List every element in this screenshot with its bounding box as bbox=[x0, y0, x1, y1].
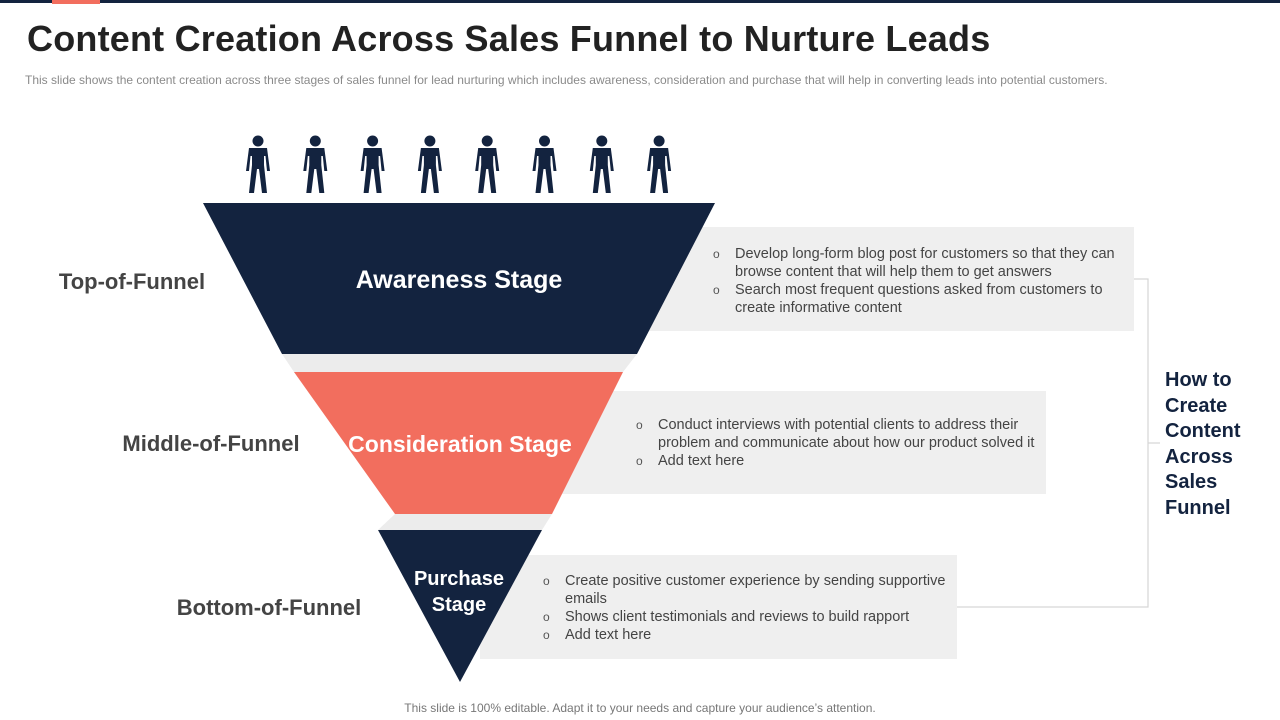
purchase-points: Create positive customer experience by s… bbox=[543, 572, 957, 644]
consideration-description-box: Conduct interviews with potential client… bbox=[560, 391, 1046, 494]
awareness-point: Develop long-form blog post for customer… bbox=[713, 245, 1134, 281]
person-icon bbox=[303, 135, 328, 193]
consideration-funnel-segment bbox=[294, 372, 623, 514]
slide-title: Content Creation Across Sales Funnel to … bbox=[27, 18, 991, 59]
purchase-point: Add text here bbox=[543, 626, 957, 644]
slide-subtitle: This slide shows the content creation ac… bbox=[25, 73, 1108, 87]
person-icon bbox=[589, 135, 614, 193]
top-of-funnel-label: Top-of-Funnel bbox=[59, 269, 205, 294]
middle-of-funnel-label: Middle-of-Funnel bbox=[122, 431, 299, 456]
purchase-point: Create positive customer experience by s… bbox=[543, 572, 957, 608]
funnel-gap bbox=[378, 514, 552, 530]
awareness-points: Develop long-form blog post for customer… bbox=[713, 245, 1134, 317]
slide-footer: This slide is 100% editable. Adapt it to… bbox=[404, 701, 876, 715]
person-icon bbox=[475, 135, 500, 193]
awareness-stage-label: Awareness Stage bbox=[356, 266, 563, 294]
person-icon bbox=[246, 135, 270, 193]
connector-bracket bbox=[957, 278, 1149, 608]
purchase-point: Shows client testimonials and reviews to… bbox=[543, 608, 957, 626]
people-row bbox=[246, 135, 672, 193]
consideration-point: Conduct interviews with potential client… bbox=[636, 416, 1046, 452]
consideration-point: Add text here bbox=[636, 452, 1046, 470]
purchase-stage-label-line2: Stage bbox=[432, 594, 486, 616]
person-icon bbox=[532, 135, 557, 193]
side-title: How to Create Content Across Sales Funne… bbox=[1165, 369, 1241, 519]
top-accent-bar bbox=[0, 0, 1280, 3]
person-icon bbox=[647, 135, 672, 193]
purchase-funnel-segment bbox=[378, 530, 542, 682]
funnel-gap bbox=[282, 354, 637, 372]
top-accent-tab bbox=[52, 0, 100, 4]
awareness-description-box: Develop long-form blog post for customer… bbox=[620, 227, 1134, 331]
consideration-stage-label: Consideration Stage bbox=[348, 431, 572, 457]
person-icon bbox=[360, 135, 385, 193]
awareness-funnel-segment bbox=[203, 203, 715, 354]
purchase-stage-label-line1: Purchase bbox=[414, 568, 504, 590]
purchase-description-box: Create positive customer experience by s… bbox=[480, 555, 957, 659]
consideration-points: Conduct interviews with potential client… bbox=[636, 416, 1046, 470]
awareness-point: Search most frequent questions asked fro… bbox=[713, 281, 1134, 317]
person-icon bbox=[417, 135, 442, 193]
bottom-of-funnel-label: Bottom-of-Funnel bbox=[177, 595, 362, 620]
